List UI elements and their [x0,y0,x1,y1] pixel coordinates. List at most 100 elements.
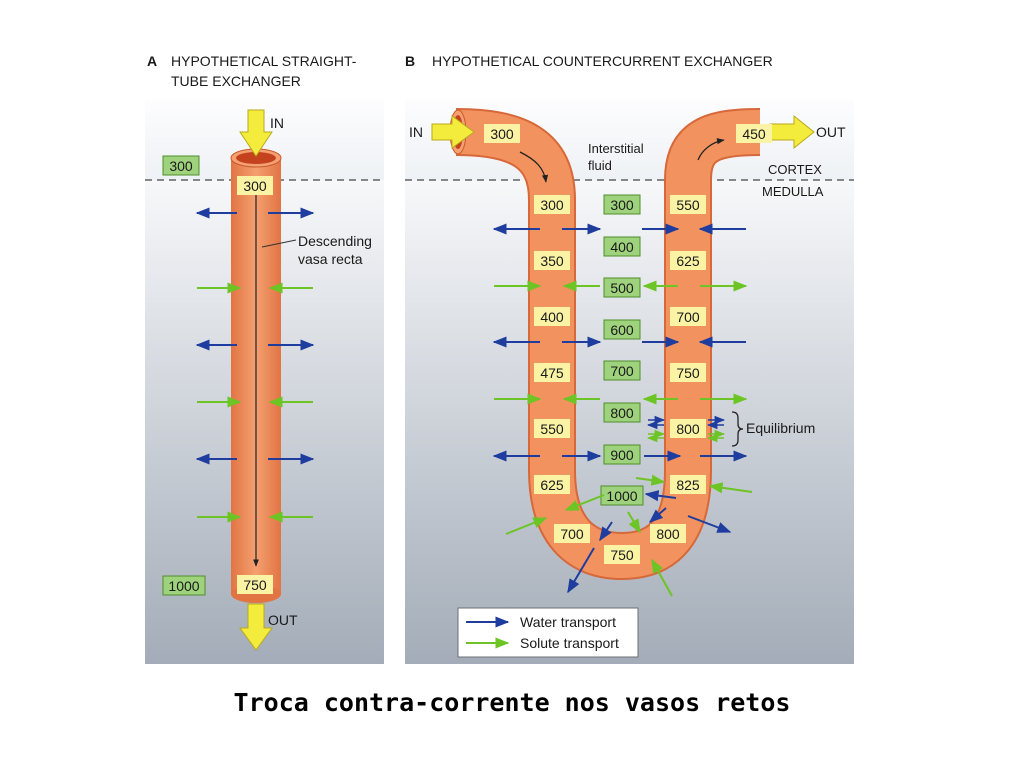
panel-a-vessel-label-line2: vasa recta [298,251,363,267]
ascending-values: 800 825 800 750 700 625 550 [650,195,706,543]
panel-a-out-label: OUT [268,612,298,628]
panel-b-in-value: 300 [490,126,514,142]
solute-arrow [635,474,666,486]
equilibrium-bracket [731,411,744,447]
value-box [670,475,706,494]
panel-b-title: HYPOTHETICAL COUNTERCURRENT EXCHANGER [432,53,773,69]
descending-value: 625 [540,477,564,493]
value-box [670,363,706,382]
ascending-value: 750 [676,365,700,381]
panel-b-transport-arrows [492,223,753,597]
interstitial-value: 800 [610,405,634,421]
ascending-value: 800 [656,526,680,542]
interstitial-value: 400 [610,239,634,255]
panel-b-in-value-box [484,124,520,143]
value-box [534,195,570,214]
solute-arrow [651,558,673,597]
panel-a-letter: A [147,53,157,69]
interstitial-value: 600 [610,322,634,338]
descending-value: 700 [560,526,584,542]
value-box [670,419,706,438]
solute-arrow [627,511,641,534]
panel-b-out-label: OUT [816,124,846,140]
descending-value: 400 [540,309,564,325]
panel-a-bottom-value-box [237,575,273,594]
water-arrow [648,507,667,523]
panel-a-out-arrow [239,603,273,651]
panel-a-interstitial-bottom: 1000 [168,578,199,594]
panel-b-out-value: 450 [742,126,766,142]
interstitial-value: 900 [610,447,634,463]
water-arrow [599,521,613,542]
value-box [554,524,590,543]
interstitial-box [603,194,641,215]
panel-b-out-value-box [736,124,772,143]
interstitial-box [603,236,641,257]
value-box [670,251,706,270]
panel-b-flow-in [519,151,549,183]
ascending-value: 625 [676,253,700,269]
panel-a-transport-arrows [195,207,315,523]
solute-arrow [505,517,548,535]
panel-b-letter: B [405,53,415,69]
panel-a-interstitial-top: 300 [169,158,193,174]
interstitial-box [603,277,641,298]
panel-b: B HYPOTHETICAL COUNTERCURRENT EXCHANGER … [405,53,854,664]
panel-a-title-line1: HYPOTHETICAL STRAIGHT- [171,53,357,69]
water-arrow [687,515,732,533]
panel-b-out-arrow [769,114,815,150]
ascending-value: 825 [676,477,700,493]
panel-a-top-value: 300 [243,178,267,194]
value-box [534,363,570,382]
panel-a-in-label: IN [270,115,284,131]
interstitial-value: 1000 [606,488,637,504]
interstitial-values: 300 400 500 600 700 800 900 1000 [600,194,644,506]
panel-a: A HYPOTHETICAL STRAIGHT- TUBE EXCHANGER … [145,53,384,664]
value-box [534,307,570,326]
legend: Water transport Solute transport [457,607,639,658]
zone-medulla-label: MEDULLA [762,184,824,199]
panel-a-in-arrow [239,109,273,157]
interstitial-value: 500 [610,280,634,296]
water-arrow [644,490,677,502]
ascending-value: 550 [676,197,700,213]
legend-water-label: Water transport [520,614,616,630]
panel-b-flow-out [697,138,725,161]
zone-cortex-label: CORTEX [768,162,822,177]
interstitial-box [603,402,641,423]
solute-arrow [708,482,753,494]
panel-a-interstitial-bottom-box [162,575,206,596]
descending-value: 475 [540,365,564,381]
value-box [534,251,570,270]
panel-a-vessel-label-line1: Descending [298,233,372,249]
legend-box [457,607,639,658]
descending-value: 550 [540,421,564,437]
interstitial-label-line1: Interstitial [588,141,644,156]
panel-a-interstitial-top-box [162,155,200,176]
panel-a-bottom-value: 750 [243,577,267,593]
interstitial-box [603,319,641,340]
interstitial-box [603,360,641,381]
interstitial-value: 300 [610,197,634,213]
value-box [604,545,640,564]
descending-value: 300 [540,197,564,213]
panel-b-in-label: IN [409,124,423,140]
value-box [670,195,706,214]
bottom-value: 750 [610,547,634,563]
equilibrium-label: Equilibrium [746,420,815,436]
slide-caption: Troca contra-corrente nos vasos retos [233,688,791,717]
water-arrow [567,547,595,594]
panel-a-top-value-box [237,176,273,195]
value-box [534,419,570,438]
value-box [670,307,706,326]
interstitial-box [603,444,641,465]
value-box [534,475,570,494]
descending-value: 350 [540,253,564,269]
legend-solute-label: Solute transport [520,635,619,651]
panel-a-title-line2: TUBE EXCHANGER [171,73,301,89]
panel-b-in-arrow [431,115,475,149]
solute-arrow [564,494,605,511]
ascending-value: 800 [676,421,700,437]
panel-a-vessel-label-leader [261,239,297,248]
